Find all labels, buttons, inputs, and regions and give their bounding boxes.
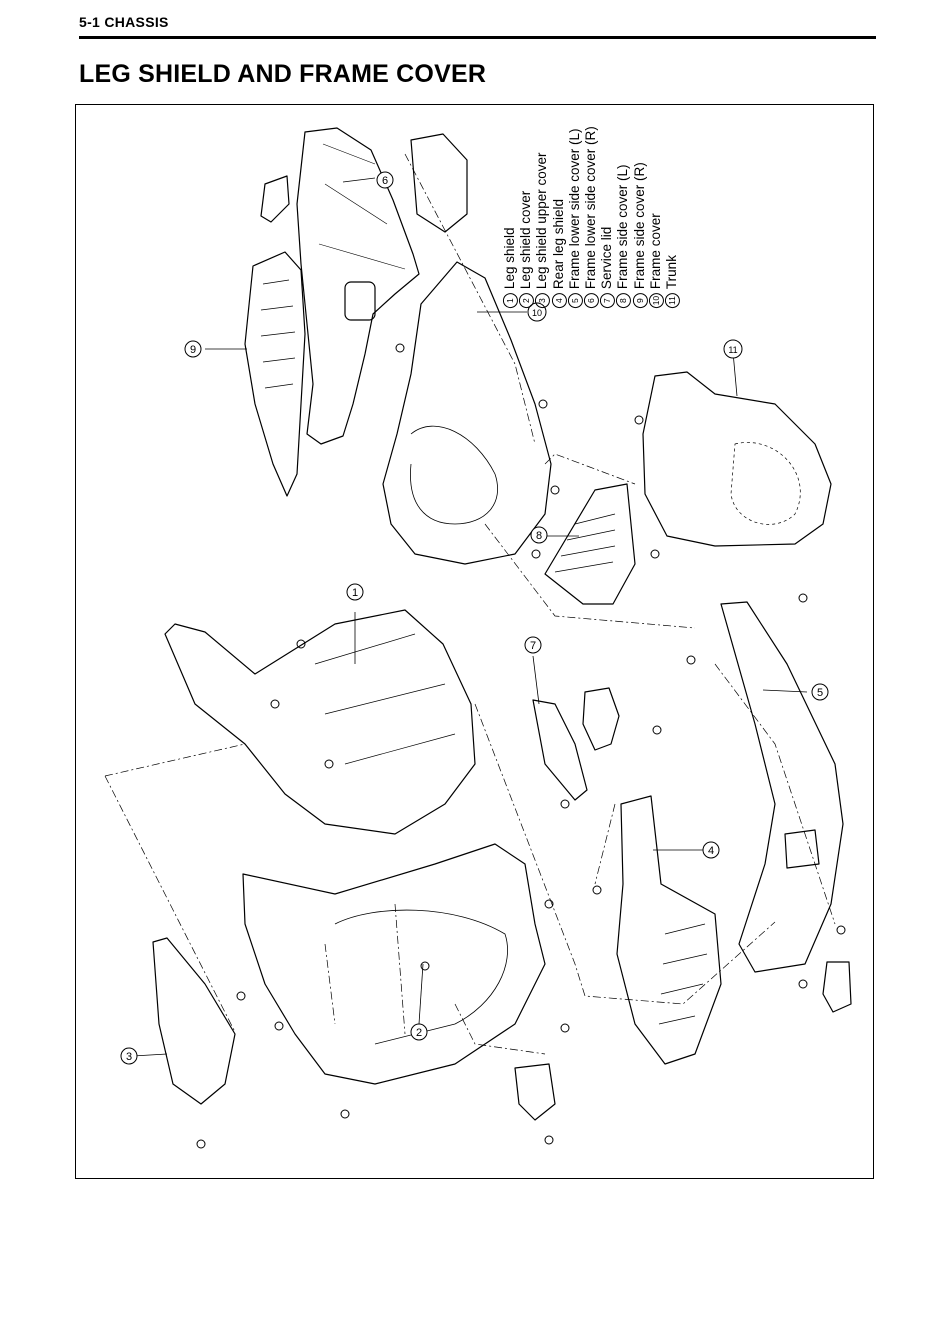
part-service-lid [533,700,587,800]
callout-7: 7 [525,637,541,653]
part-small-cover [515,1064,555,1120]
legend-item: 5 Frame lower side cover (L) [567,126,583,308]
legend-label: Frame lower side cover (R) [583,126,598,289]
part-trunk [643,372,831,546]
legend-number: 7 [600,293,615,308]
part-frame-side-cover-r [245,252,305,496]
callout-5: 5 [812,684,828,700]
legend-label: Leg shield upper cover [534,152,549,289]
part-leg-shield [165,610,475,834]
callout-11: 11 [724,340,742,358]
legend-label: Leg shield cover [518,191,533,289]
svg-text:8: 8 [536,530,542,542]
legend-number: 5 [568,293,583,308]
legend-label: Frame side cover (L) [615,164,630,289]
part-end-cap [823,962,851,1012]
legend-label: Rear leg shield [551,199,566,289]
callout-4: 4 [703,842,719,858]
legend-number: 10 [649,293,664,308]
part-small-cap [261,176,289,222]
legend-item: 1 Leg shield [502,126,518,308]
legend-number: 4 [552,293,567,308]
part-fuel-filler [583,688,619,750]
legend-item: 6 Frame lower side cover (R) [583,126,599,308]
legend-item: 10 Frame cover [648,126,664,308]
legend-label: Frame cover [648,213,663,289]
legend-number: 6 [584,293,599,308]
legend-number: 9 [632,293,647,308]
svg-text:6: 6 [382,175,388,187]
part-frame-lower-side-cover-r [297,128,419,444]
legend-label: Service lid [599,227,614,289]
legend-number: 11 [665,293,680,308]
legend-item: 4 Rear leg shield [551,126,567,308]
legend-label: Trunk [664,255,679,289]
part-frame-lower-side-cover-l [721,602,843,972]
legend-item: 9 Frame side cover (R) [631,126,647,308]
callout-1: 1 [347,584,363,600]
svg-text:11: 11 [728,345,737,355]
legend-label: Frame side cover (R) [631,162,646,289]
legend-number: 3 [535,293,550,308]
callout-3: 3 [121,1048,137,1064]
legend-label: Frame lower side cover (L) [567,128,582,289]
legend-label: Leg shield [502,227,517,289]
legend-item: 7 Service lid [599,126,615,308]
svg-text:2: 2 [416,1027,422,1039]
part-leg-shield-upper-cover [153,938,235,1104]
svg-text:3: 3 [126,1051,132,1063]
svg-text:5: 5 [817,687,823,699]
legend-item: 2 Leg shield cover [518,126,534,308]
callout-9: 9 [185,341,201,357]
page-title: LEG SHIELD AND FRAME COVER [79,60,486,89]
part-leg-shield-cover [243,844,545,1084]
legend-number: 8 [616,293,631,308]
legend-item: 3 Leg shield upper cover [534,126,550,308]
header-rule [79,36,876,39]
legend-number: 1 [503,293,518,308]
legend-item: 11 Trunk [664,126,680,308]
legend-number: 2 [519,293,534,308]
svg-text:10: 10 [532,308,542,318]
part-frame-side-cover-l [545,484,635,604]
callout-6: 6 [377,172,393,188]
section-label: 5-1 CHASSIS [79,14,169,30]
legend-item: 8 Frame side cover (L) [615,126,631,308]
svg-text:4: 4 [708,845,714,857]
svg-text:1: 1 [352,587,358,599]
svg-text:7: 7 [530,640,536,652]
callout-8: 8 [531,527,547,543]
callout-2: 2 [411,1024,427,1040]
svg-text:9: 9 [190,344,196,356]
part-battery-box [411,134,467,232]
part-rear-leg-shield [617,796,721,1064]
